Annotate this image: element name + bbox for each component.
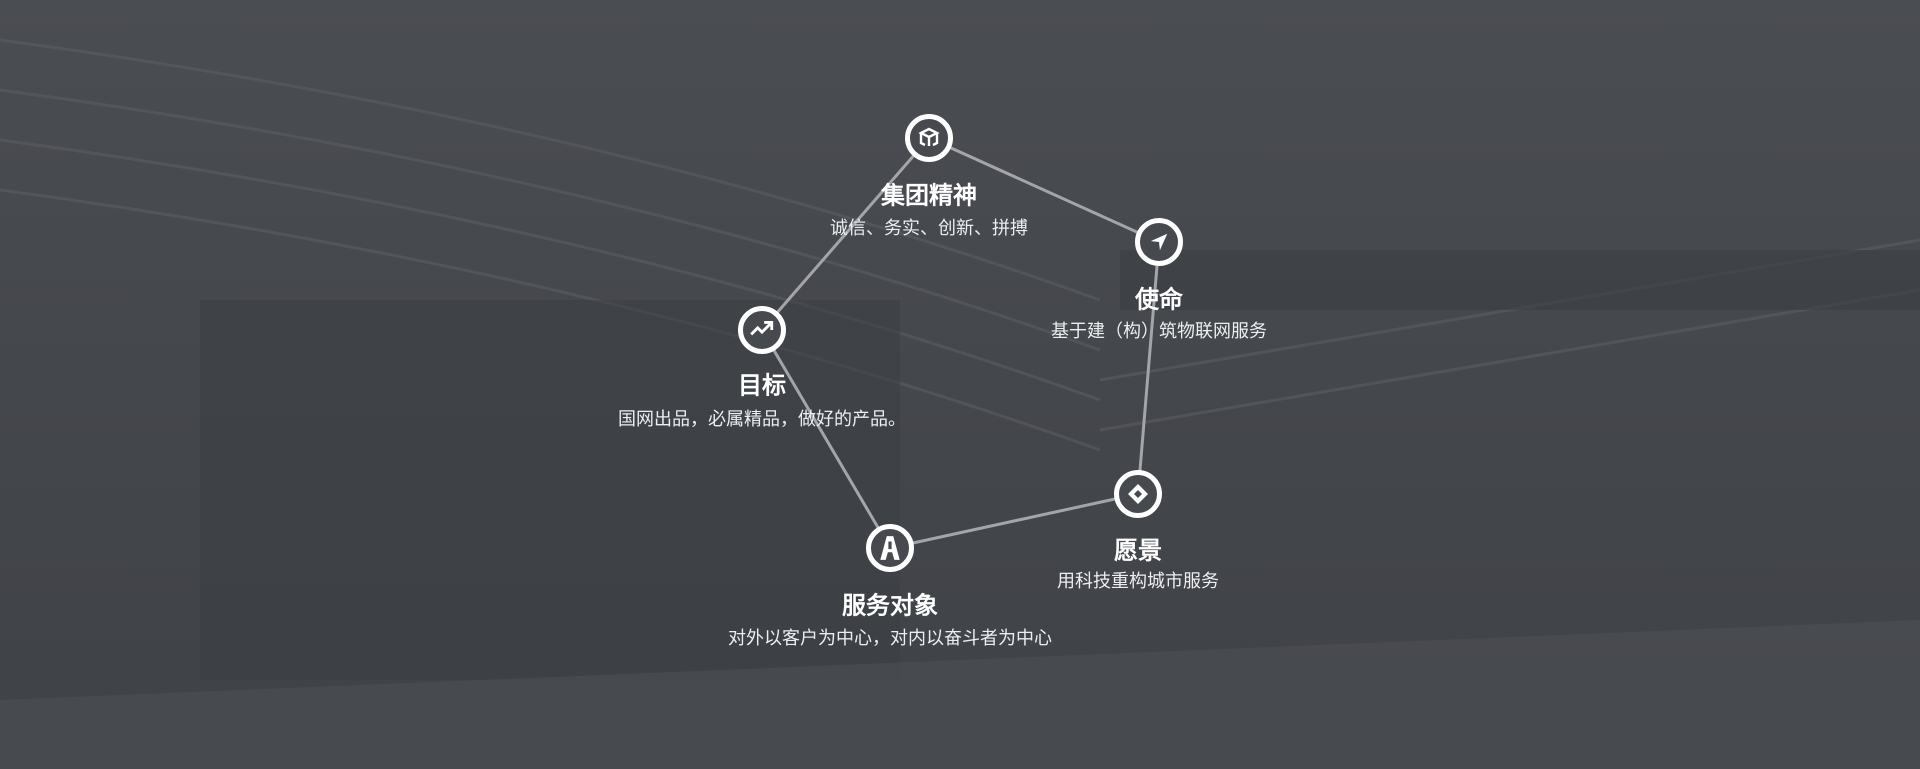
vision-title: 愿景 [1114,536,1162,565]
spirit-title: 集团精神 [881,181,977,210]
edge-mission-vision [1136,241,1161,495]
trending-up-icon [750,321,774,336]
spirit-subtitle: 诚信、务实、创新、拼搏 [830,218,1028,239]
mission-subtitle: 基于建（构）筑物联网服务 [1051,321,1267,342]
vision-node[interactable] [1114,470,1162,518]
service-title: 服务对象 [842,591,938,620]
vision-subtitle: 用科技重构城市服务 [1057,571,1219,592]
mission-node[interactable] [1135,218,1183,266]
service-subtitle: 对外以客户为中心，对内以奋斗者为中心 [728,628,1052,649]
edge-goal-spirit [760,137,931,331]
diamond-icon [1128,484,1148,504]
goal-title: 目标 [738,371,786,400]
mission-title: 使命 [1135,285,1183,314]
navigation-arrow-icon [1150,233,1168,251]
road-a-icon [880,536,900,560]
cube-icon [918,127,940,147]
goal-node[interactable] [738,306,786,354]
edge-vision-service [889,492,1139,550]
goal-subtitle: 国网出品，必属精品，做好的产品。 [618,409,906,430]
spirit-node[interactable] [905,114,953,162]
service-node[interactable] [866,524,914,572]
edge-spirit-mission [928,136,1160,244]
edge-service-goal [760,329,892,549]
